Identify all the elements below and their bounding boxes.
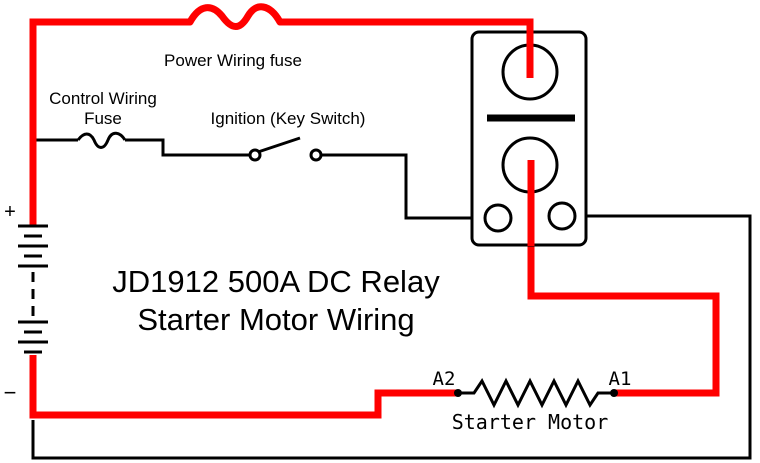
battery-icon [18,224,48,355]
diagram-title-line2: Starter Motor Wiring [137,302,414,337]
power-fuse-icon [186,3,284,30]
battery-to-power-fuse-wire [29,18,190,228]
control-wires [31,138,752,460]
battery-minus-label: − [4,380,17,405]
terminal-a1-label: A1 [609,368,632,390]
relay-to-a1-wire [527,160,720,397]
control-fuse-label-line2: Fuse [84,109,122,128]
terminal-a1-dot [610,389,618,397]
power-fuse-label: Power Wiring fuse [164,51,302,70]
terminal-a2-dot [454,389,462,397]
control-fuse-label-line1: Control Wiring [49,89,157,108]
diagram-title-line1: JD1912 500A DC Relay [112,264,440,299]
a2-to-battery-minus-wire [29,355,458,419]
starter-motor-label: Starter Motor [452,410,609,434]
power-wires [29,18,720,419]
control-fuse-to-ignition-wire [125,138,255,157]
starter-motor-icon [458,377,614,409]
ground-return-wire [31,214,752,460]
relay-coil-terminal-right [547,201,577,231]
ignition-to-coil-wire [317,153,485,220]
battery-plus-label: + [4,201,16,223]
ignition-switch-icon [248,136,323,162]
control-fuse-icon [76,131,127,149]
relay-coil-terminal-left [483,203,513,233]
ignition-label: Ignition (Key Switch) [211,109,366,128]
terminal-a2-label: A2 [433,368,456,390]
